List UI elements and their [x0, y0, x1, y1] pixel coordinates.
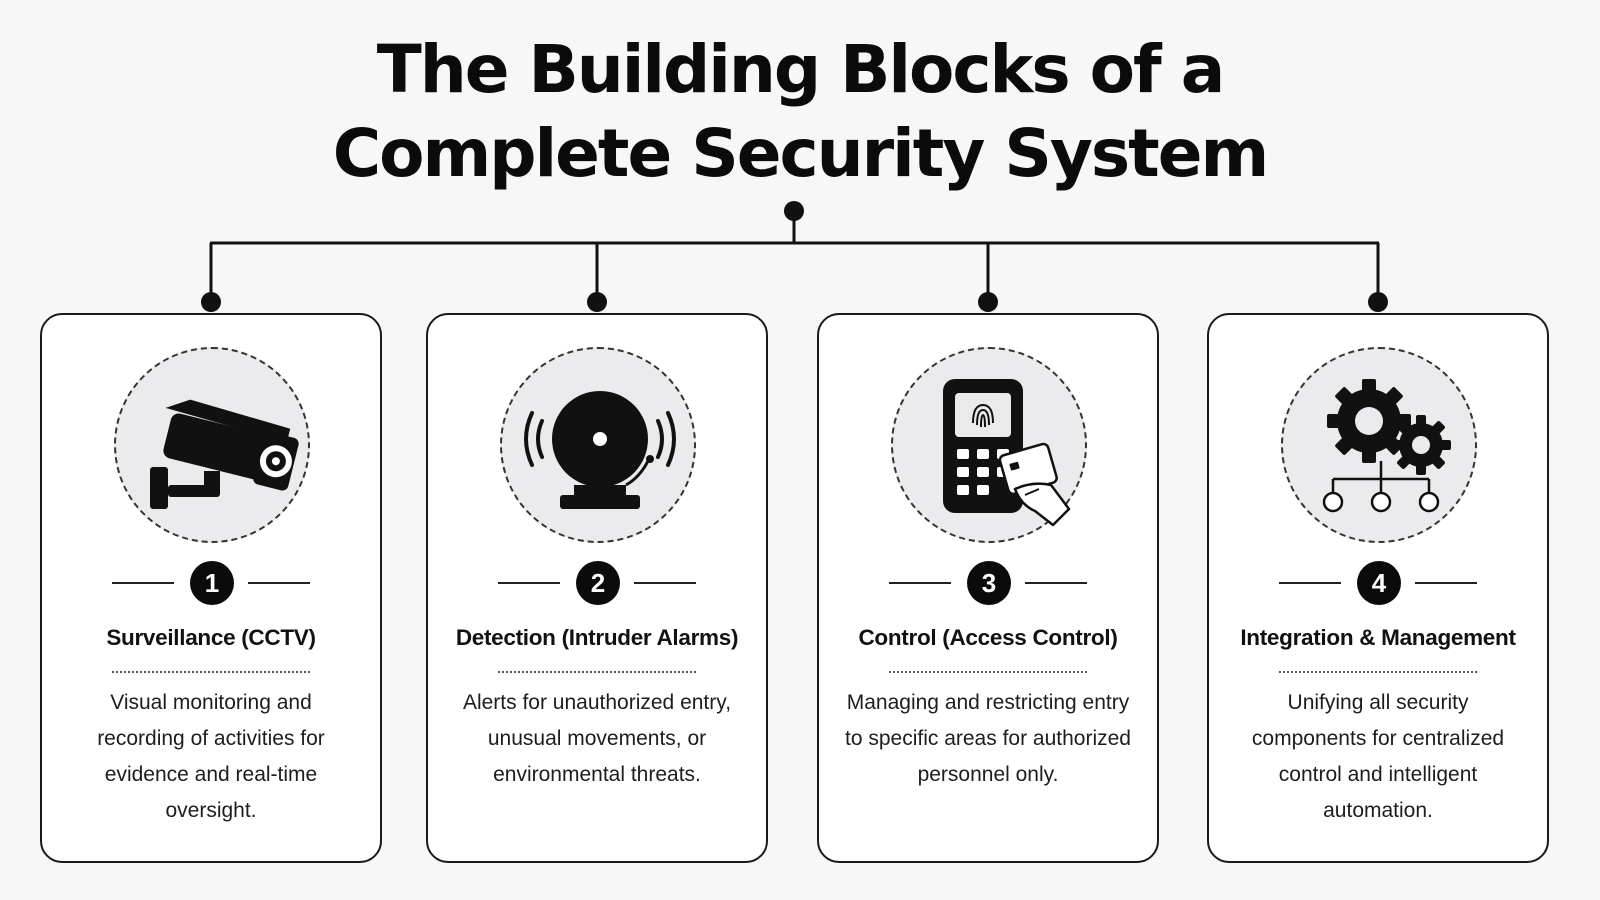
alarm-bell-icon — [524, 391, 676, 509]
number-line-right — [634, 582, 696, 584]
step-number-badge: 3 — [967, 561, 1011, 605]
access-keypad-icon — [943, 379, 1071, 527]
tree-connectors — [201, 201, 1388, 312]
step-number-badge: 2 — [576, 561, 620, 605]
card-description: Managing and restricting entry to specif… — [845, 691, 1131, 786]
branch-node-2 — [587, 292, 607, 312]
icon-circle — [114, 347, 310, 543]
card-description: Unifying all security components for cen… — [1251, 691, 1505, 822]
number-line-left — [498, 582, 560, 584]
dotted-divider — [1279, 671, 1477, 673]
branch-node-1 — [201, 292, 221, 312]
card-description: Alerts for unauthorized entry, unusual m… — [462, 691, 732, 786]
number-row: 2 — [428, 561, 766, 605]
branch-node-4 — [1368, 292, 1388, 312]
number-line-right — [1415, 582, 1477, 584]
icon-circle — [500, 347, 696, 543]
number-line-left — [889, 582, 951, 584]
number-row: 3 — [819, 561, 1157, 605]
icon-circle — [1281, 347, 1477, 543]
cctv-camera-icon — [150, 399, 299, 509]
card-integration: 4 Integration & Management Unifying all … — [1207, 313, 1549, 863]
dotted-divider — [112, 671, 310, 673]
number-line-right — [1025, 582, 1087, 584]
card-title: Integration & Management — [1240, 625, 1516, 650]
card-title: Surveillance (CCTV) — [106, 625, 316, 650]
card-surveillance: 1 Surveillance (CCTV) Visual monitoring … — [40, 313, 382, 863]
card-access-control: 3 Control (Access Control) Managing and … — [817, 313, 1159, 863]
number-row: 4 — [1209, 561, 1547, 605]
number-line-left — [112, 582, 174, 584]
dotted-divider — [498, 671, 696, 673]
card-description: Visual monitoring and recording of activ… — [97, 691, 325, 822]
number-line-left — [1279, 582, 1341, 584]
dotted-divider — [889, 671, 1087, 673]
card-title: Detection (Intruder Alarms) — [455, 625, 739, 650]
icon-circle — [891, 347, 1087, 543]
title-line-1: The Building Blocks of a — [376, 31, 1225, 108]
card-title: Control (Access Control) — [858, 625, 1118, 650]
gears-network-icon — [1322, 379, 1451, 513]
step-number-badge: 4 — [1357, 561, 1401, 605]
step-number-badge: 1 — [190, 561, 234, 605]
diagram-title: The Building Blocks of a Complete Securi… — [0, 28, 1600, 196]
card-detection: 2 Detection (Intruder Alarms) Alerts for… — [426, 313, 768, 863]
branch-node-3 — [978, 292, 998, 312]
number-line-right — [248, 582, 310, 584]
title-line-2: Complete Security System — [332, 115, 1270, 192]
number-row: 1 — [42, 561, 380, 605]
